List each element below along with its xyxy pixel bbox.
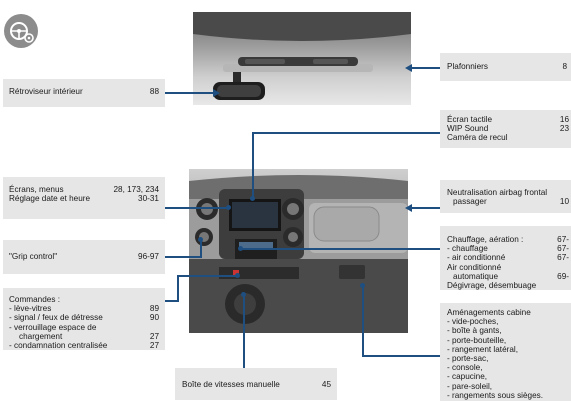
steering-wheel-icon	[4, 14, 38, 48]
dashboard-photo	[189, 169, 408, 333]
ceiling-photo	[193, 12, 411, 105]
label-grip-control: "Grip control"96-97	[3, 240, 165, 274]
label-amenagements: Aménagements cabine - vide-poches, - boî…	[440, 303, 571, 401]
